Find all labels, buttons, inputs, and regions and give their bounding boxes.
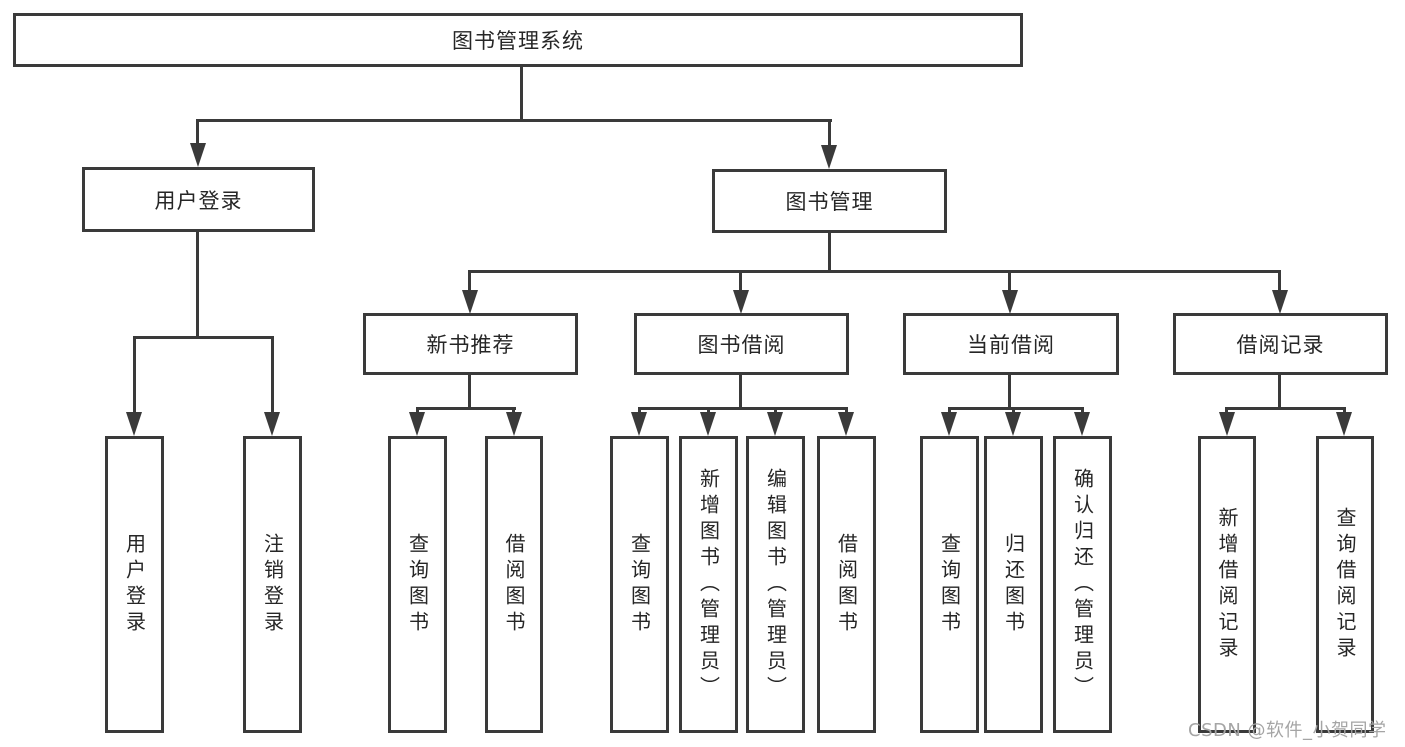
leaf-user-login-label: 用户登录 [122,532,147,637]
node-user-login: 用户登录 [82,167,315,232]
leaf-query-borrow-record: 查询借阅记录 [1316,436,1374,733]
arrow-down-icon [631,412,647,436]
node-borrowing-records-label: 借阅记录 [1236,333,1325,357]
leaf-query-books-3: 查询图书 [920,436,979,733]
connector-stem-book-borrow [739,270,742,294]
arrow-down-icon [126,412,142,436]
leaf-query-books-1-label: 查询图书 [405,532,430,637]
connector-stem-leaf-login [133,336,136,414]
leaf-return-books-label: 归还图书 [1001,532,1026,637]
connector-level1-branch [196,119,832,122]
arrow-down-icon [190,143,206,167]
arrow-down-icon [1272,290,1288,314]
arrow-down-icon [1219,412,1235,436]
arrow-down-icon [264,412,280,436]
leaf-logout-label: 注销登录 [260,532,285,637]
connector-stem-book-mgmt [828,119,831,149]
connector-group4-branch [1225,407,1346,410]
node-current-borrowing: 当前借阅 [903,313,1119,375]
connector-group1-trunk [468,375,471,410]
leaf-borrow-books-1: 借阅图书 [485,436,543,733]
connector-root-trunk [520,67,523,122]
leaf-query-borrow-record-label: 查询借阅记录 [1333,506,1357,663]
node-current-borrowing-label: 当前借阅 [967,333,1055,357]
connector-user-login-trunk [196,232,199,339]
connector-stem-user-login [196,119,199,149]
node-user-login-label: 用户登录 [154,188,243,213]
arrow-down-icon [462,290,478,314]
node-book-management: 图书管理 [712,169,947,233]
arrow-down-icon [506,412,522,436]
connector-group2-trunk [739,375,742,410]
connector-group3-branch [948,407,1084,410]
arrow-down-icon [821,145,837,169]
node-book-borrowing: 图书借阅 [634,313,849,375]
node-root-library-system: 图书管理系统 [13,13,1023,67]
leaf-logout: 注销登录 [243,436,302,733]
arrow-down-icon [941,412,957,436]
connector-group2-branch [638,407,848,410]
leaf-borrow-books-2-label: 借阅图书 [834,532,859,637]
arrow-down-icon [767,412,783,436]
csdn-watermark: CSDN @软件_小贺同学 [1188,720,1387,741]
leaf-add-books-admin: 新增图书（管理员） [679,436,738,733]
leaf-query-books-2-label: 查询图书 [627,532,652,637]
connector-level2-branch [468,270,1281,273]
arrow-down-icon [1074,412,1090,436]
leaf-add-books-admin-label: 新增图书（管理员） [696,467,721,702]
arrow-down-icon [1005,412,1021,436]
leaf-user-login: 用户登录 [105,436,164,733]
leaf-return-books: 归还图书 [984,436,1043,733]
connector-book-mgmt-trunk [828,233,831,273]
connector-stem-borrow-records [1278,270,1281,294]
leaf-edit-books-admin: 编辑图书（管理员） [746,436,805,733]
leaf-add-borrow-record: 新增借阅记录 [1198,436,1256,733]
node-root-label: 图书管理系统 [452,29,584,53]
arrow-down-icon [1002,290,1018,314]
leaf-query-books-2: 查询图书 [610,436,669,733]
arrow-down-icon [700,412,716,436]
leaf-add-borrow-record-label: 新增借阅记录 [1215,506,1239,663]
connector-group1-branch [416,407,516,410]
node-new-book-recommend: 新书推荐 [363,313,578,375]
node-book-management-label: 图书管理 [785,190,874,214]
leaf-borrow-books-2: 借阅图书 [817,436,876,733]
leaf-edit-books-admin-label: 编辑图书（管理员） [763,467,788,702]
connector-user-login-branch [133,336,274,339]
node-new-book-recommend-label: 新书推荐 [426,333,515,357]
node-book-borrowing-label: 图书借阅 [697,333,786,357]
arrow-down-icon [1336,412,1352,436]
leaf-query-books-1: 查询图书 [388,436,447,733]
connector-group4-trunk [1278,375,1281,410]
leaf-query-books-3-label: 查询图书 [937,532,962,637]
leaf-borrow-books-1-label: 借阅图书 [502,532,526,637]
connector-group3-trunk [1008,375,1011,410]
arrow-down-icon [409,412,425,436]
leaf-confirm-return-admin: 确认归还（管理员） [1053,436,1112,733]
connector-stem-current-borrow [1008,270,1011,294]
leaf-confirm-return-admin-label: 确认归还（管理员） [1070,467,1095,702]
arrow-down-icon [838,412,854,436]
connector-stem-new-books [468,270,471,294]
connector-stem-leaf-logout [271,336,274,414]
arrow-down-icon [733,290,749,314]
node-borrowing-records: 借阅记录 [1173,313,1388,375]
